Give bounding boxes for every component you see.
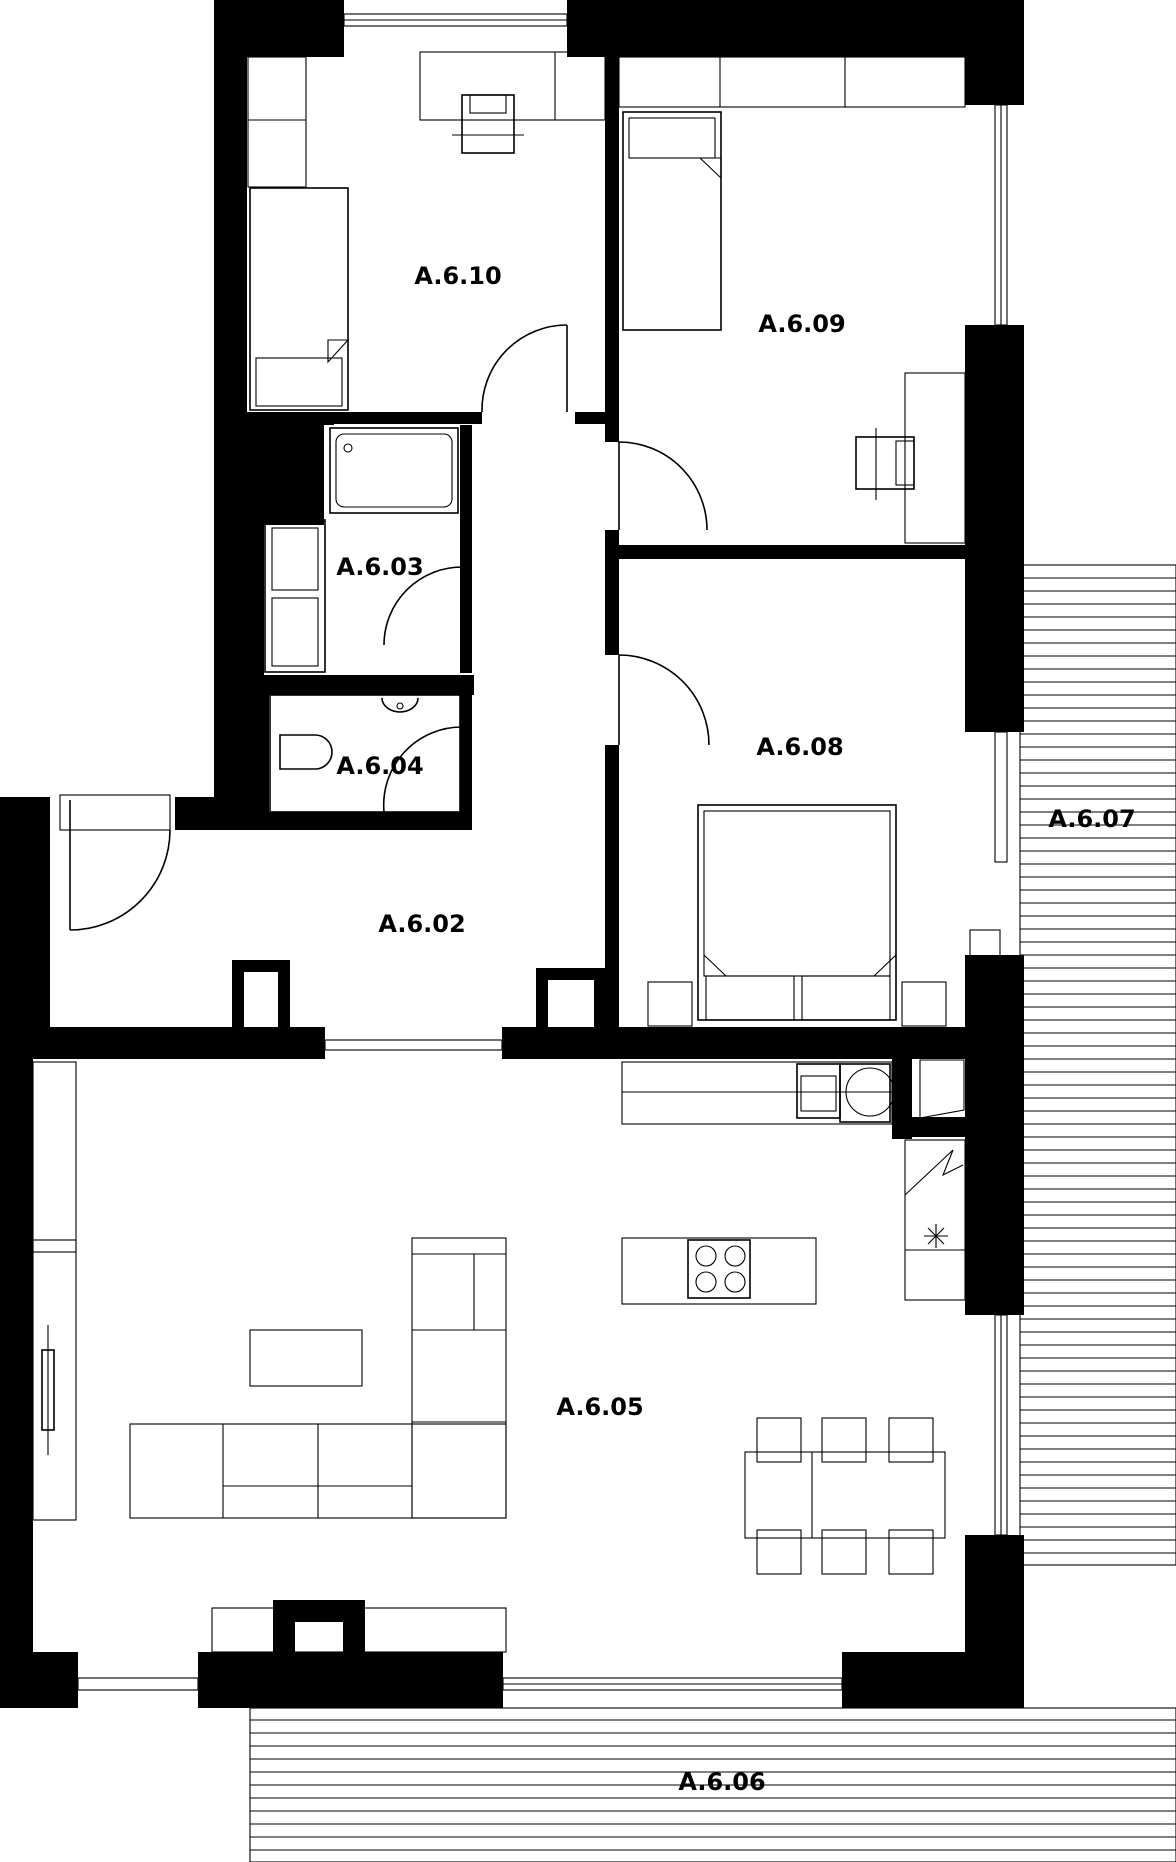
room-label-a607: A.6.07 — [1048, 805, 1135, 833]
room-label-a610: A.6.10 — [414, 262, 501, 290]
room-a603-fixtures — [264, 427, 459, 673]
room-label-a602: A.6.02 — [378, 910, 465, 938]
room-label-a608: A.6.08 — [756, 733, 843, 761]
room-labels: A.6.10 A.6.09 A.6.03 A.6.04 A.6.08 A.6.0… — [336, 262, 1135, 1796]
doors — [69, 324, 710, 931]
kitchen-fixtures — [621, 1059, 966, 1305]
living-furniture — [32, 1061, 946, 1653]
room-a604-fixtures — [269, 694, 461, 813]
room-a608-furniture — [647, 804, 1001, 1027]
walls — [0, 0, 1024, 1708]
windows — [59, 13, 1008, 1691]
terrace-south — [249, 1707, 1176, 1862]
room-label-a609: A.6.09 — [758, 310, 845, 338]
room-a610-furniture — [247, 51, 606, 411]
room-label-a604: A.6.04 — [336, 752, 423, 780]
room-label-a606: A.6.06 — [678, 1768, 765, 1796]
room-label-a605: A.6.05 — [556, 1393, 643, 1421]
terrace-east — [1019, 564, 1176, 1566]
room-a609-furniture — [618, 56, 966, 544]
room-label-a603: A.6.03 — [336, 553, 423, 581]
